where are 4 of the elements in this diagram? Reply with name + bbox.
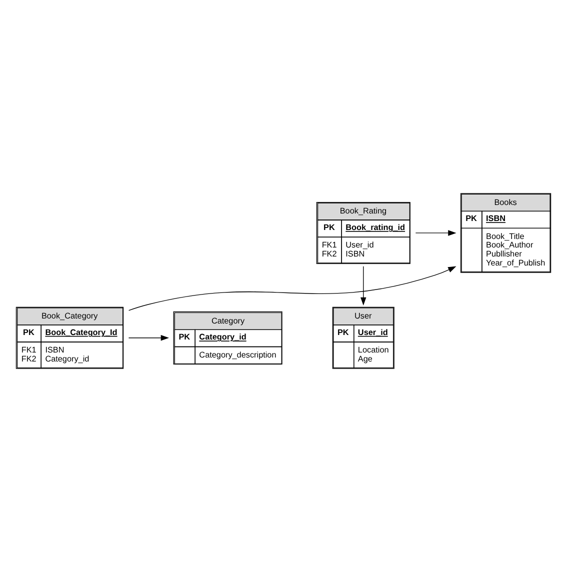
arrow [128,266,456,311]
arrow [128,335,170,341]
arrow [360,266,366,306]
arrow [415,230,456,236]
